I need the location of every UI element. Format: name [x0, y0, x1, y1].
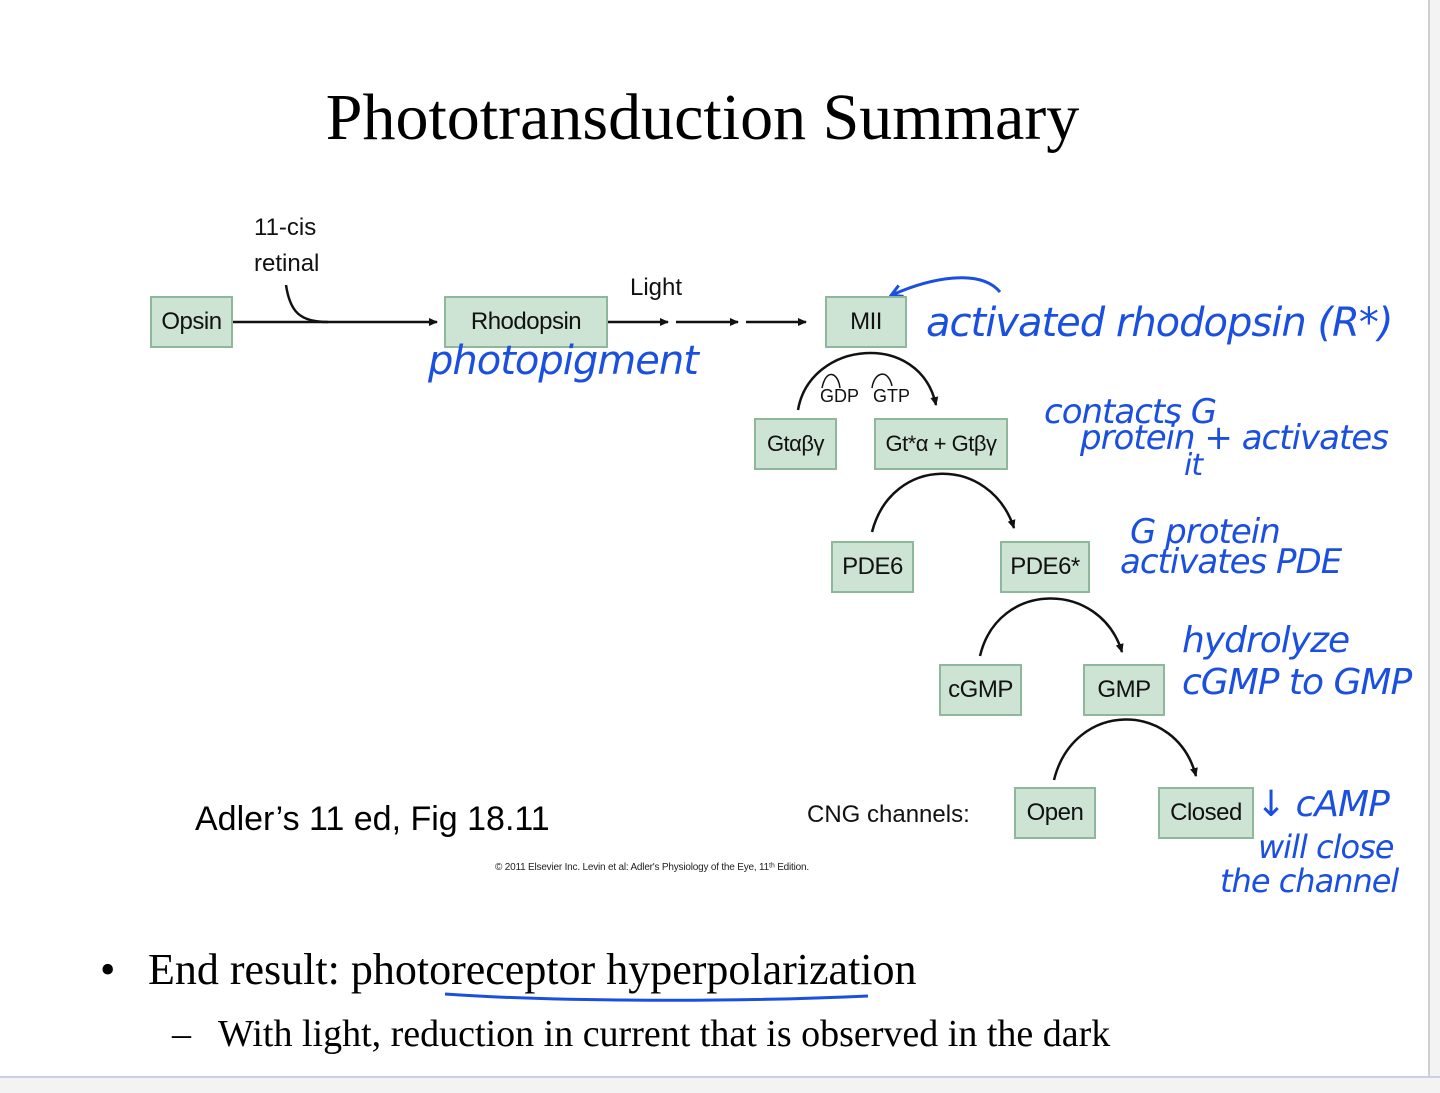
- annotation-hydrolyze-1: hydrolyze: [1182, 620, 1350, 661]
- node-gmp: GMP: [1083, 664, 1165, 716]
- annotation-contacts-1: contacts G: [1044, 392, 1217, 432]
- annotation-contacts-2: protein + activates: [1080, 418, 1389, 458]
- node-rhodopsin: Rhodopsin: [444, 296, 608, 348]
- annotation-camp-2: will close: [1258, 828, 1394, 866]
- bullet-dot: •: [100, 945, 116, 994]
- annotation-photopigment: photopigment: [428, 338, 699, 384]
- node-opsin: Opsin: [150, 296, 233, 348]
- node-cgmp-label: cGMP: [948, 676, 1013, 703]
- node-gt-inactive-label: Gtαβγ: [766, 431, 825, 456]
- node-opsin-label: Opsin: [161, 308, 222, 335]
- ink-underline: [444, 992, 869, 1002]
- retinal-feed-curve: [284, 284, 329, 324]
- arrow-cgmp-hydrolysis: [978, 597, 1124, 657]
- node-pde6-active: PDE6*: [1000, 541, 1090, 593]
- window-right-edge: [1428, 0, 1440, 1091]
- node-closed: Closed: [1158, 787, 1254, 839]
- gdp-label: GDP: [820, 386, 860, 406]
- subbullet-dash: –: [172, 1013, 191, 1055]
- bullet-end-result-text: End result: photoreceptor hyperpolarizat…: [148, 945, 917, 994]
- annotation-activated-rhodopsin: activated rhodopsin (R*): [926, 300, 1393, 346]
- gtp-arc: [871, 373, 893, 389]
- arrow-pde-activation: [870, 472, 1016, 533]
- arrow-gt-activation: [796, 351, 939, 411]
- figure-reference: Adler’s 11 ed, Fig 18.11: [195, 800, 550, 838]
- gdp-arc: [821, 373, 841, 389]
- annotation-contacts-3: it: [1184, 448, 1203, 483]
- bullet-end-result: • End result: photoreceptor hyperpolariza…: [100, 944, 917, 995]
- node-pde6: PDE6: [831, 541, 914, 593]
- arrow-channel-closing: [1052, 718, 1198, 781]
- annotation-hydrolyze-2: cGMP to GMP: [1182, 662, 1412, 703]
- node-pde6-label: PDE6: [842, 553, 903, 580]
- node-rhodopsin-label: Rhodopsin: [470, 308, 582, 335]
- node-gt-active-label: Gt*α + Gtβγ: [885, 431, 997, 456]
- ink-arrow-to-mii: [888, 276, 1002, 298]
- node-open-label: Open: [1026, 799, 1084, 826]
- node-gmp-label: GMP: [1097, 676, 1151, 703]
- annotation-gprotein-2: activates PDE: [1120, 542, 1342, 582]
- node-mii-label: MII: [850, 308, 882, 335]
- subbullet-light-current-text: With light, reduction in current that is…: [218, 1013, 1111, 1055]
- node-closed-label: Closed: [1170, 799, 1242, 826]
- node-open: Open: [1014, 787, 1096, 839]
- annotation-camp-1: ↓ cAMP: [1256, 784, 1390, 825]
- slide-title: Phototransduction Summary: [325, 81, 1080, 154]
- node-gt-inactive: Gtαβγ: [754, 418, 837, 470]
- node-cgmp: cGMP: [939, 664, 1022, 716]
- retinal-label-line1: 11-cis: [254, 214, 317, 241]
- node-gt-active: Gt*α + Gtβγ: [874, 418, 1008, 470]
- node-mii: MII: [825, 296, 907, 348]
- window-bottom-edge: [0, 1076, 1440, 1093]
- copyright-notice: © 2011 Elsevier Inc. Levin et al: Adler'…: [495, 862, 809, 873]
- gtp-label: GTP: [873, 386, 911, 406]
- subbullet-light-current: –With light, reduction in current that i…: [172, 1012, 1110, 1056]
- annotation-gprotein-1: G protein: [1130, 512, 1281, 552]
- retinal-label-line2: retinal: [254, 250, 320, 277]
- node-pde6-active-label: PDE6*: [1010, 553, 1080, 580]
- light-label: Light: [630, 274, 683, 301]
- annotation-camp-3: the channel: [1220, 862, 1399, 900]
- cng-channels-label: CNG channels:: [807, 801, 970, 828]
